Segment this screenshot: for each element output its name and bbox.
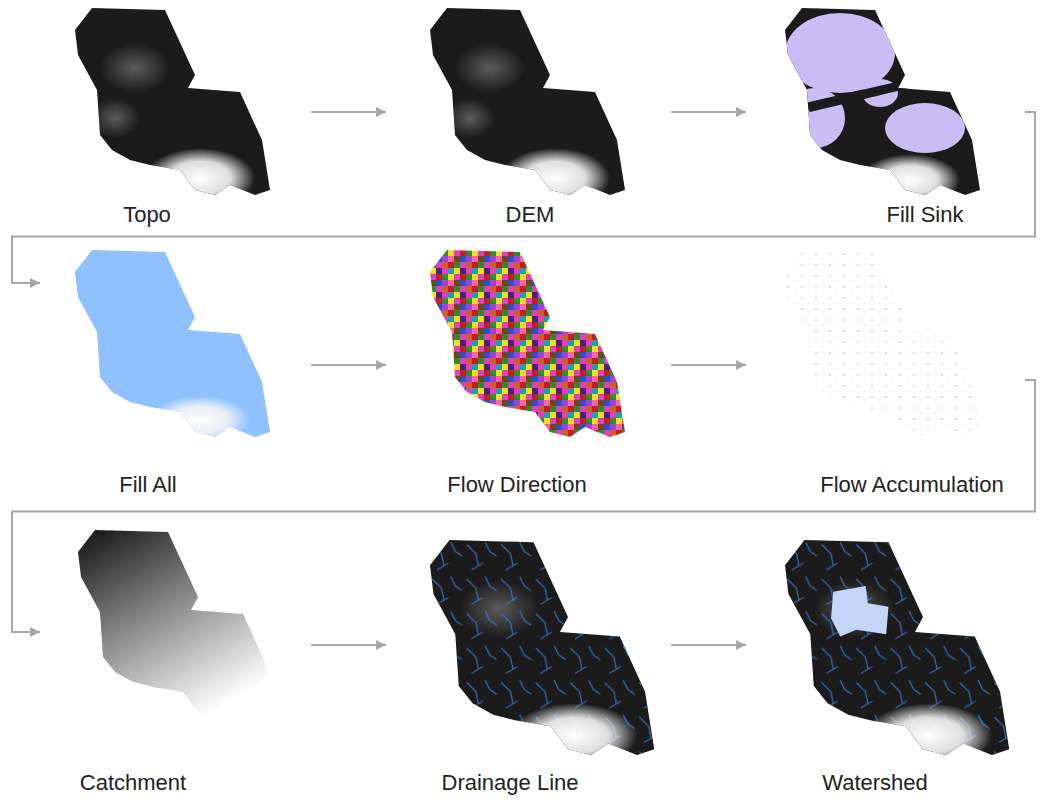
flow-arrow <box>671 364 746 366</box>
flow-arrow <box>671 111 746 113</box>
flow-accumulation-map <box>785 250 985 440</box>
process-panel: Watershed <box>750 525 1025 796</box>
flow-arrow <box>12 112 1035 283</box>
panel-caption: Fill All <box>119 472 176 498</box>
panel-caption: Watershed <box>822 770 928 796</box>
fill-sink-map <box>785 8 985 206</box>
dem-map <box>430 8 630 208</box>
catchment-map <box>78 530 278 720</box>
flow-arrow <box>311 644 386 646</box>
flow-arrow <box>12 380 1035 632</box>
process-panel: Flow Accumulation <box>750 245 1025 498</box>
panel-caption: Drainage Line <box>442 770 579 796</box>
process-panel: Topo <box>40 5 305 228</box>
process-panel: Catchment <box>40 525 305 796</box>
panel-caption: Catchment <box>80 770 186 796</box>
panel-caption: Flow Direction <box>447 472 586 498</box>
panel-caption: Topo <box>123 202 171 228</box>
flow-arrow <box>311 111 386 113</box>
flow-arrow <box>671 644 746 646</box>
process-panel: Fill All <box>40 245 305 498</box>
process-panel: Flow Direction <box>390 245 665 498</box>
panel-caption: Flow Accumulation <box>820 472 1003 498</box>
process-panel: Fill Sink <box>750 5 1025 228</box>
drainage-line-map <box>430 540 660 768</box>
flow-direction-map <box>430 250 630 440</box>
fill-all-map <box>75 250 275 444</box>
flow-arrow <box>311 364 386 366</box>
watershed-map <box>785 540 1015 768</box>
process-panel: DEM <box>390 5 665 228</box>
panel-caption: DEM <box>506 202 555 228</box>
process-panel: Drainage Line <box>390 525 665 796</box>
topo-map <box>75 8 275 208</box>
panel-caption: Fill Sink <box>886 202 963 228</box>
